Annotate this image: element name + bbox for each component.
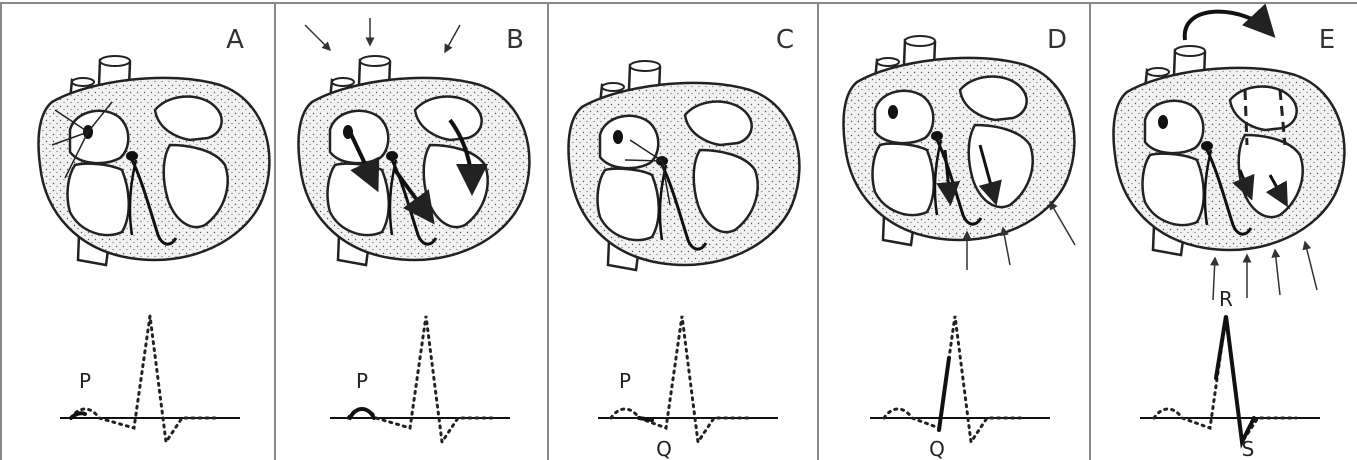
heart-drawing-c	[569, 61, 800, 270]
panel-letter-b: B	[506, 25, 524, 55]
wave-label-q-d: Q	[929, 437, 945, 460]
wave-label-p-a: P	[79, 369, 91, 393]
wave-label-r-e: R	[1219, 287, 1233, 311]
heart-drawing-e	[1114, 12, 1345, 300]
panel-letter-c: C	[776, 25, 794, 55]
panel-letter-d: D	[1047, 25, 1067, 55]
heart-drawing-b	[299, 18, 530, 265]
heart-drawing-d	[844, 36, 1076, 270]
ecg-waveform-dotted-c	[611, 316, 752, 442]
ecg-waveform-active-b	[350, 409, 374, 418]
ecg-waveform-dotted-e	[1154, 316, 1296, 442]
heart-drawing-a	[39, 56, 270, 265]
panel-letter-a: A	[226, 25, 244, 55]
wave-label-p-c: P	[619, 369, 631, 393]
ecg-waveform-dotted-a	[71, 316, 220, 442]
ecg-waveform-active-c	[639, 418, 652, 420]
ecg-waveform-dotted-d	[884, 316, 1025, 442]
wave-label-q-c: Q	[656, 437, 672, 460]
ecg-waveform-active-d	[939, 358, 949, 430]
ecg-waveform-dotted-b	[348, 316, 496, 442]
wave-label-p-b: P	[356, 369, 368, 393]
ecg-waveform-active-e	[1216, 316, 1254, 442]
panel-letter-e: E	[1319, 25, 1335, 55]
wave-label-s-e: S	[1242, 437, 1255, 460]
